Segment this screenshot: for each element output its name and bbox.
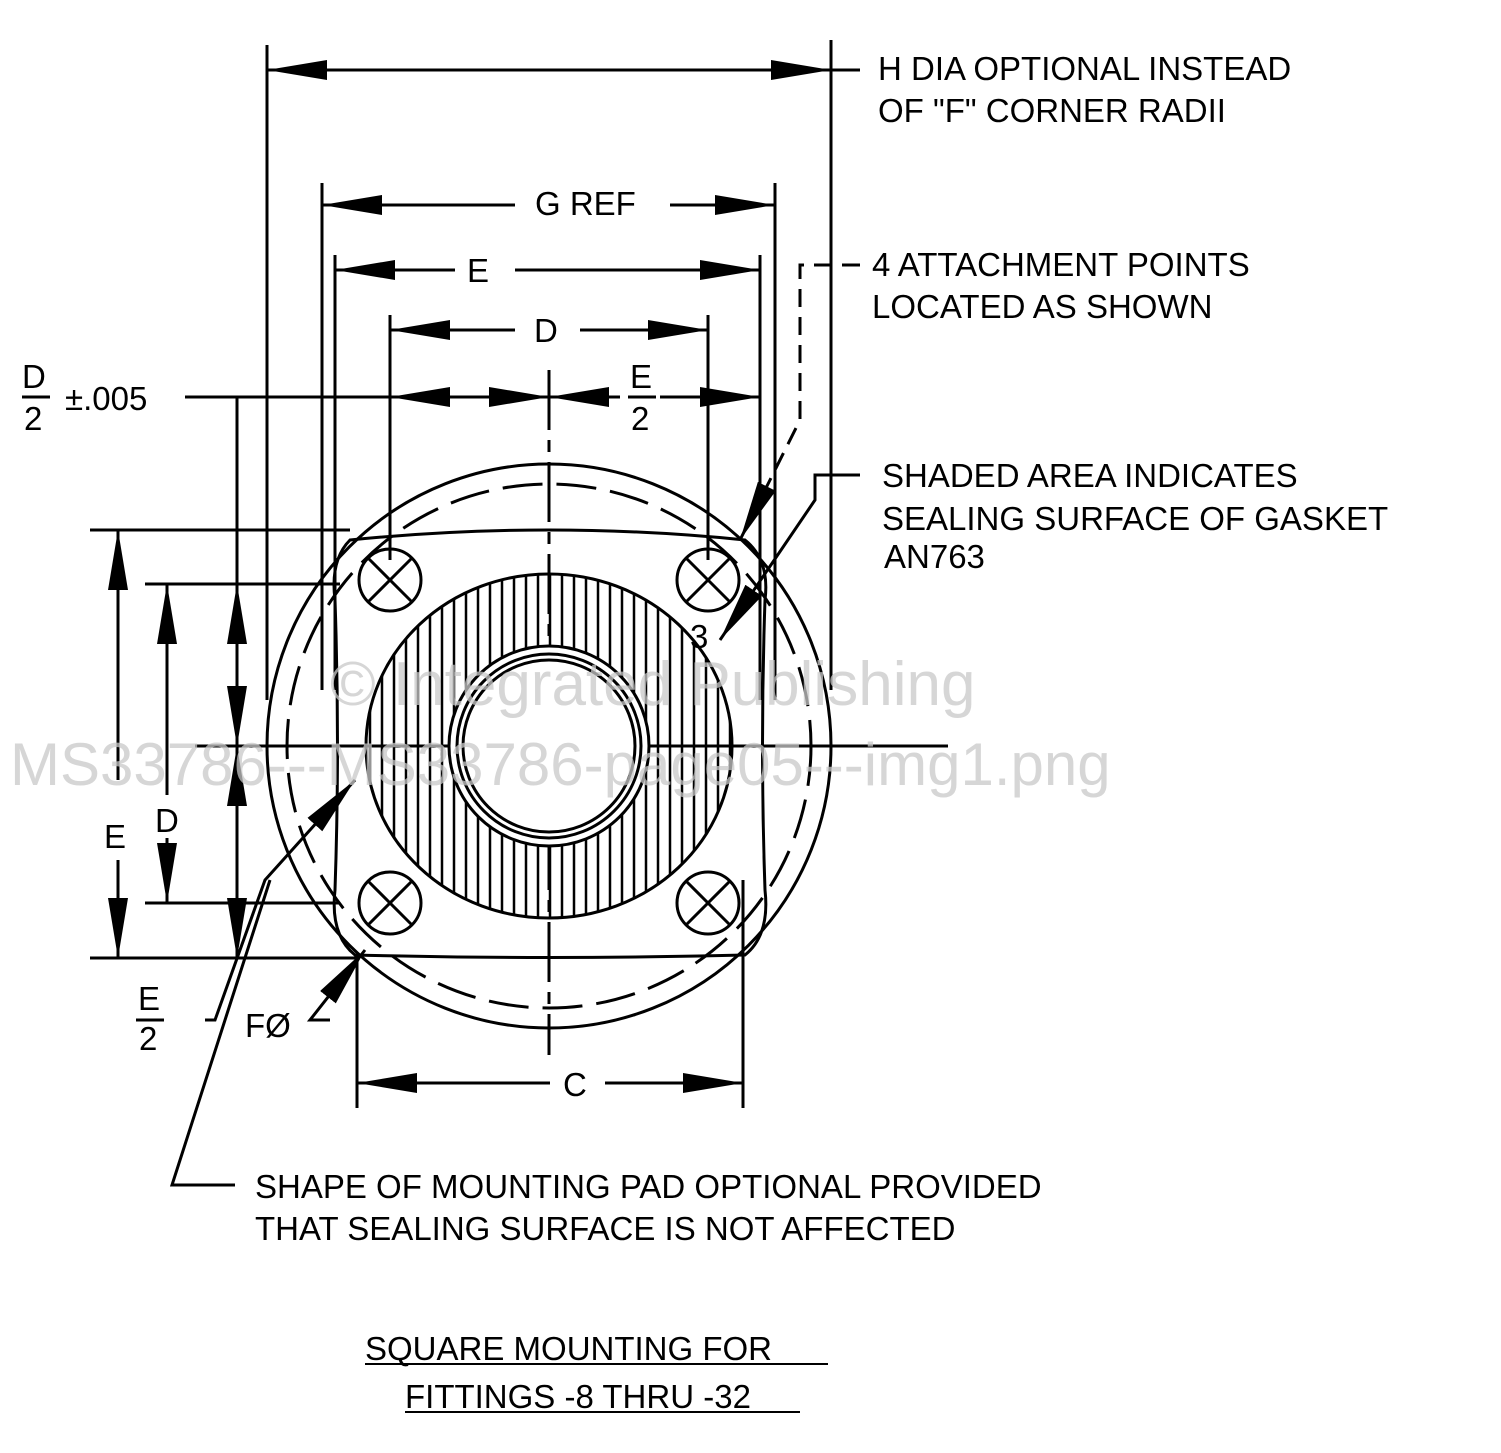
c-label: C — [563, 1066, 587, 1103]
h-dia-note-2: OF "F" CORNER RADII — [878, 92, 1226, 129]
e-over-2-num: E — [630, 358, 652, 395]
d-over-2-den: 2 — [24, 400, 42, 437]
attachment-holes — [357, 547, 741, 936]
e-over-2-den: 2 — [631, 400, 649, 437]
shaded-note-2: SEALING SURFACE OF GASKET — [882, 500, 1388, 537]
h-dia-note: H DIA OPTIONAL INSTEAD — [878, 50, 1291, 87]
title-line1: SQUARE MOUNTING FOR — [365, 1330, 772, 1367]
shaded-note-3: AN763 — [884, 538, 985, 575]
d-over-2-num: D — [22, 358, 46, 395]
watermark-line2: MS33786---MS33786-page05---img1.png — [10, 731, 1111, 798]
shaded-note-1: SHADED AREA INDICATES — [882, 457, 1298, 494]
attach-note-2: LOCATED AS SHOWN — [872, 288, 1212, 325]
title-line2: FITTINGS -8 THRU -32 — [405, 1378, 751, 1415]
d-vertical-label: D — [155, 802, 179, 839]
attach-note-1: 4 ATTACHMENT POINTS — [872, 246, 1250, 283]
pad-note-1: SHAPE OF MOUNTING PAD OPTIONAL PROVIDED — [255, 1168, 1042, 1205]
g-ref-label: G REF — [535, 185, 636, 222]
e-vertical-label: E — [104, 818, 126, 855]
d-over-2-tolerance: ±.005 — [65, 380, 147, 417]
e-label: E — [467, 252, 489, 289]
callout-3: 3 — [690, 618, 708, 655]
f-dia-label: FØ — [245, 1007, 291, 1044]
e-over-2-bottom-den: 2 — [139, 1020, 157, 1057]
d-label: D — [534, 312, 558, 349]
watermark-line1: © Integrated Publishing — [330, 650, 975, 719]
e-over-2-bottom-num: E — [138, 980, 160, 1017]
pad-note-2: THAT SEALING SURFACE IS NOT AFFECTED — [255, 1210, 955, 1247]
